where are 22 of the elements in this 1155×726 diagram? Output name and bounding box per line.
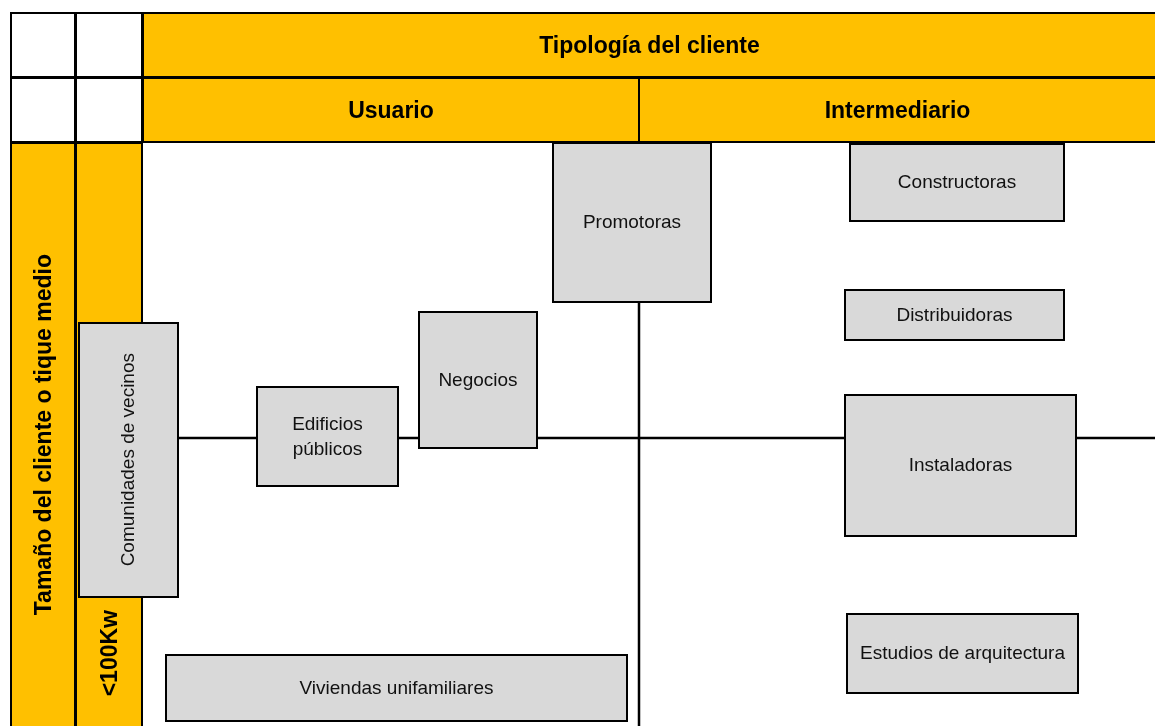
category-box [844,394,1077,537]
box-label: Negocios [438,367,518,392]
category-box [165,654,628,722]
category-box [552,142,712,303]
box-label: Promotoras [582,210,682,235]
box-label: Estudios de arquitectura [860,641,1065,666]
category-box [256,386,399,487]
box-label: Viviendas unifamiliares [299,675,494,700]
box-label: Comunidades de vecinos [116,353,140,567]
column-header: Intermediario [638,77,1155,143]
box-label: Edificios públicos [291,411,364,461]
row-header: Tamaño del cliente o tique medio [10,142,76,726]
box-label: Distribuidoras [896,302,1013,327]
category-box [849,143,1065,222]
column-header: Usuario [142,77,640,143]
category-box [846,613,1079,694]
category-box [418,311,538,449]
column-header: Tipología del cliente [142,12,1155,78]
box-label: Constructoras [897,170,1017,195]
category-box [844,289,1065,341]
box-label: Instaladoras [908,453,1013,478]
category-box [78,322,179,598]
